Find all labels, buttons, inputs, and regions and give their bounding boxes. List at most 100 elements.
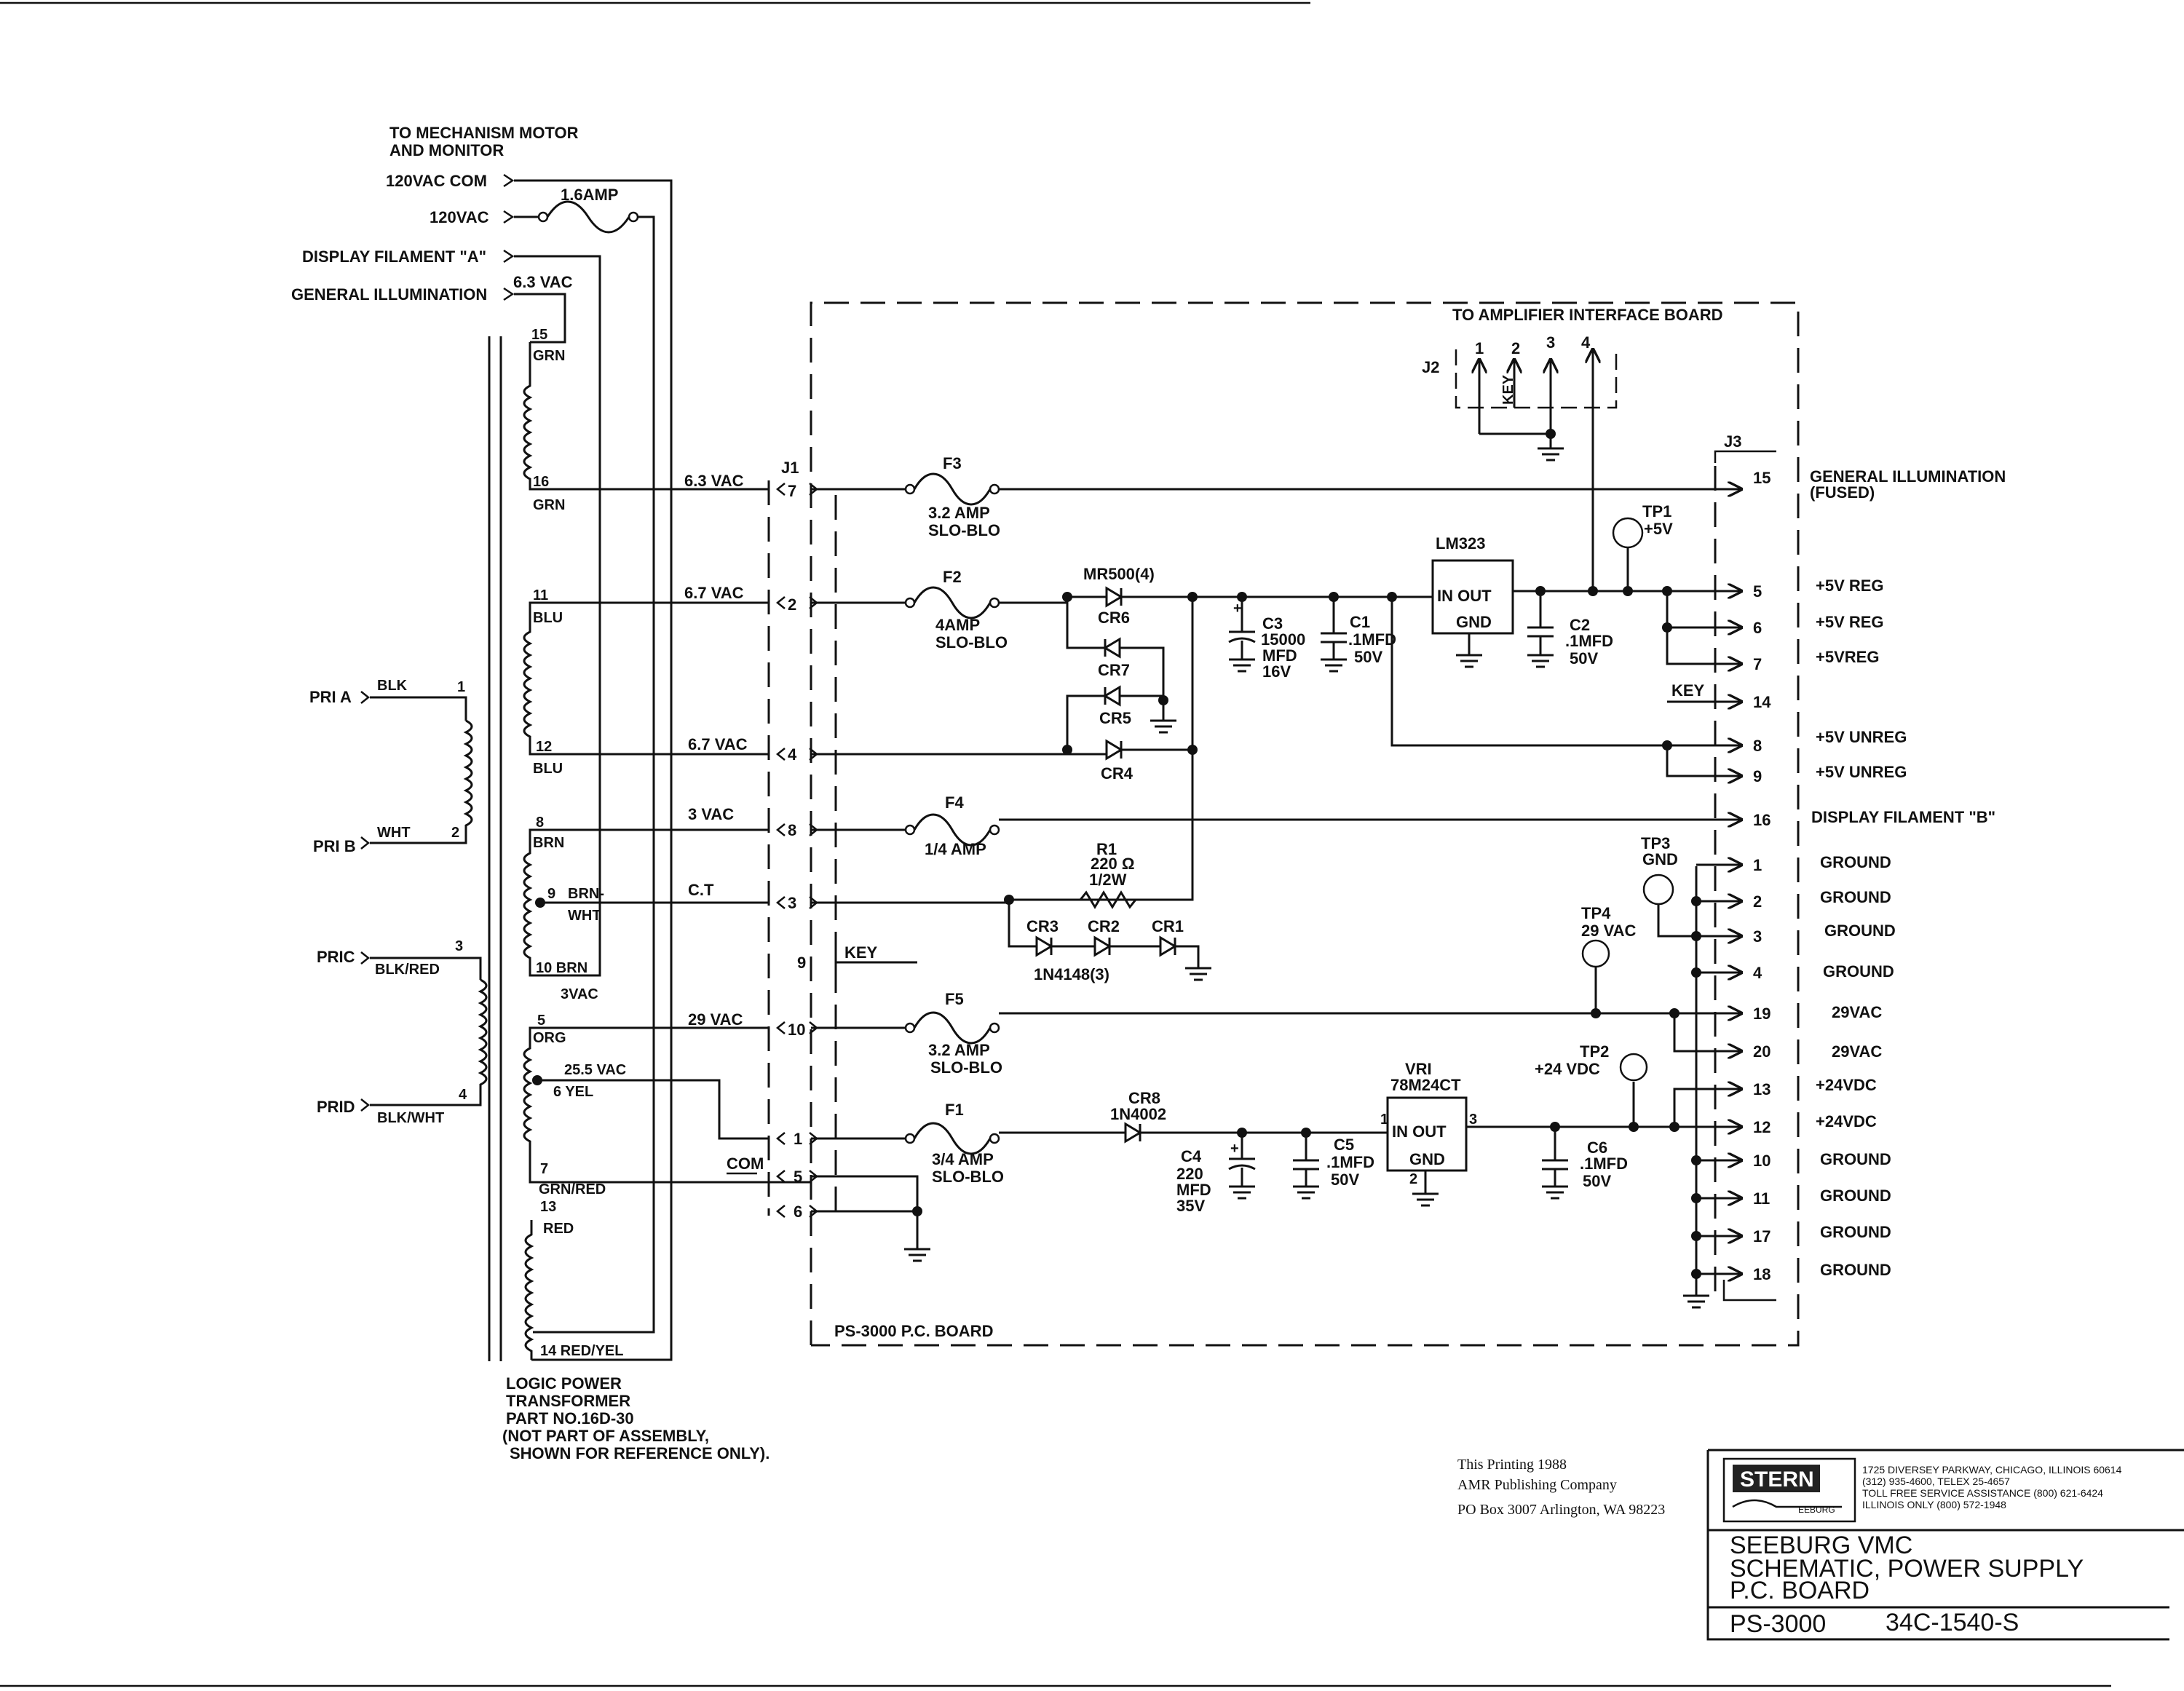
capacitor-c6 (1542, 1127, 1568, 1200)
logo-box (1722, 1457, 1856, 1523)
pri-b-label: PRI B (313, 837, 356, 855)
output-label: 29VAC (1832, 1042, 1882, 1061)
stern-logo: STERN (1740, 1468, 1814, 1492)
c6-voltage: 50V (1583, 1172, 1611, 1190)
sec-pin-7: 7 (540, 1161, 548, 1177)
secondary-coil-5-7 (523, 1026, 769, 1184)
j1-key-label: KEY (844, 943, 878, 962)
external-header-line1: TO MECHANISM MOTOR (389, 124, 579, 142)
f1-name: F1 (945, 1101, 964, 1119)
c4-value: 220 (1176, 1165, 1203, 1183)
sec-pin-11: 11 (533, 587, 548, 603)
transformer-name-1: LOGIC POWER (506, 1374, 622, 1393)
fuse-f3 (913, 472, 992, 506)
f4-name: F4 (945, 793, 964, 812)
drawing-number: 34C-1540-S (1886, 1609, 2019, 1636)
cr7-label: CR7 (1098, 661, 1130, 679)
wire-label-ct: C.T (688, 881, 714, 899)
j3-pin: 2 (1753, 892, 1762, 911)
ground-bus (1683, 866, 1709, 1309)
wire-25-5vac (537, 1079, 769, 1140)
title-line1: SEEBURG VMC (1730, 1532, 1912, 1559)
sec-pin-16: 16 (533, 474, 549, 490)
printing-line3: PO Box 3007 Arlington, WA 98223 (1457, 1502, 1665, 1518)
diode-cr2 (1093, 935, 1112, 957)
j3-pin: 5 (1753, 582, 1762, 601)
secondary-coil-15-16 (523, 342, 769, 491)
lm323-gnd: GND (1456, 613, 1492, 631)
output-label: GROUND (1820, 1150, 1891, 1168)
test-point-tp4 (1581, 939, 1610, 968)
f4-rating: 1/4 AMP (925, 840, 986, 858)
j1-pin: 9 (797, 954, 806, 972)
sec-grn-b: GRN (533, 497, 565, 513)
wire-label-com: COM (727, 1155, 764, 1173)
sec-brn: BRN (533, 835, 564, 851)
secondary-coil-11-12 (523, 601, 769, 756)
vr1-in-out: IN OUT (1392, 1122, 1447, 1141)
j3-pin: 19 (1753, 1005, 1770, 1023)
transformer-name-2: TRANSFORMER (506, 1392, 630, 1410)
label-gi-voltage: 6.3 VAC (513, 273, 573, 291)
j3-key-label: KEY (1671, 681, 1705, 700)
title-block: STERN EEBURG 1725 DIVERSEY PARKWAY, CHIC… (1706, 1449, 2184, 1641)
tp1-name: TP1 (1642, 502, 1671, 520)
regulator-lm323 (1431, 559, 1514, 635)
output-label: +5V UNREG (1816, 728, 1907, 746)
logic-power-transformer: PRI A BLK 1 PRI B WHT 2 PRIC BLK/RED 3 P… (309, 327, 769, 1462)
sec-25-5vac: 25.5 VAC (564, 1062, 626, 1078)
stern-logo-plate (1733, 1465, 1820, 1492)
pri-d-label: PRID (317, 1098, 355, 1116)
wire-com-ground (811, 1175, 919, 1223)
transformer-name-4: (NOT PART OF ASSEMBLY, (502, 1427, 709, 1445)
diode-cr8 (1124, 1122, 1142, 1144)
primary-coil-cd (370, 978, 488, 1106)
label-120vac-com: 120VAC COM (386, 172, 487, 190)
sec-pin-6: 6 YEL (553, 1084, 593, 1100)
vr1-gnd: GND (1409, 1150, 1445, 1168)
j2-label: J2 (1422, 358, 1439, 376)
j3-pin: 18 (1753, 1265, 1770, 1283)
cr8-name: CR8 (1128, 1089, 1160, 1107)
f3-rating: 3.2 AMP (928, 504, 990, 522)
c5-name: C5 (1334, 1136, 1354, 1154)
output-label: GENERAL ILLUMINATION (1810, 467, 2006, 486)
vr1-pin3: 3 (1469, 1112, 1477, 1128)
j2-pin: 1 (1475, 339, 1484, 357)
vr1-pin2: 2 (1409, 1171, 1417, 1187)
wire-label-6-3vac: 6.3 VAC (684, 472, 744, 490)
diode-cr7 (1103, 637, 1121, 659)
transformer-name-5: SHOWN FOR REFERENCE ONLY). (510, 1444, 769, 1462)
j1-pin: 8 (788, 821, 796, 839)
j2-header: TO AMPLIFIER INTERFACE BOARD (1452, 306, 1723, 324)
j1-pin: 10 (788, 1021, 805, 1039)
diode-cr1 (1159, 935, 1177, 957)
output-label: GROUND (1820, 853, 1891, 871)
pri-d-pin: 4 (459, 1087, 467, 1103)
wire-label-6-7vac-b: 6.7 VAC (688, 735, 748, 753)
j1-pin: 4 (788, 745, 797, 764)
r1-power: 1/2W (1089, 871, 1127, 889)
j1-pin: 3 (788, 894, 796, 912)
j3-outputs: 15 GENERAL ILLUMINATION (FUSED) 5 +5V RE… (1753, 467, 2006, 1283)
f2-rating: 4AMP (935, 616, 980, 634)
svg-text:+: + (1230, 1141, 1239, 1157)
tp2-name: TP2 (1580, 1042, 1609, 1061)
vr1-part: 78M24CT (1390, 1076, 1461, 1094)
j3-pin: 13 (1753, 1080, 1770, 1098)
sec-org: ORG (533, 1030, 566, 1046)
pri-a-label: PRI A (309, 688, 352, 706)
output-label: 29VAC (1832, 1003, 1882, 1021)
output-label: GROUND (1824, 922, 1896, 940)
output-label: +5V REG (1816, 577, 1884, 595)
wire-label-29vac: 29 VAC (688, 1010, 743, 1029)
j3-pin: 16 (1753, 811, 1770, 829)
output-label: GROUND (1820, 1187, 1891, 1205)
small-diodes-part: 1N4148(3) (1034, 965, 1109, 983)
diode-cr6 (1105, 586, 1123, 608)
wire-display-filament-a (514, 255, 601, 817)
cr2-label: CR2 (1088, 917, 1120, 935)
svg-text:+: + (1233, 601, 1242, 617)
tp3-value: GND (1642, 850, 1678, 868)
tp4-value: 29 VAC (1581, 922, 1637, 940)
